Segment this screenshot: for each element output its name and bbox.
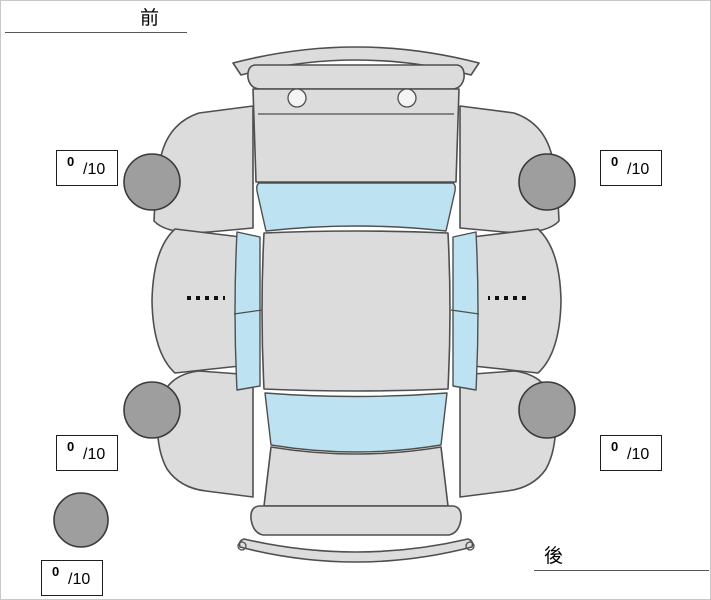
hood-detail-left <box>287 88 307 108</box>
hood <box>252 88 460 183</box>
score-max: /10 <box>627 161 650 178</box>
score-box-front-left: 0 /10 <box>56 150 118 186</box>
score-value: 0 <box>67 154 75 169</box>
score-box-front-right: 0 /10 <box>600 150 662 186</box>
roof <box>261 230 451 392</box>
front-divider-line <box>5 32 187 33</box>
score-max: /10 <box>627 446 650 463</box>
tire-front-right <box>518 153 576 211</box>
right-window-divider <box>450 309 480 315</box>
rear-label: 後 <box>544 546 564 567</box>
tires <box>53 153 576 548</box>
front-spoiler-arc <box>232 46 480 76</box>
rear-spoiler-arc <box>238 538 474 563</box>
rear-bumper <box>250 505 462 536</box>
tire-spare <box>53 492 109 548</box>
hood-detail-right <box>397 88 417 108</box>
score-box-rear-left: 0 /10 <box>56 435 118 471</box>
front-bumper <box>247 64 465 90</box>
rear-arc-left-curl <box>237 541 247 551</box>
score-max: /10 <box>83 446 106 463</box>
rear-divider-line <box>534 570 709 571</box>
left-door-panel <box>151 228 250 374</box>
score-box-rear-right: 0 /10 <box>600 435 662 471</box>
left-window-divider <box>233 309 263 315</box>
score-value: 0 <box>67 439 75 454</box>
score-value: 0 <box>52 564 60 579</box>
score-value: 0 <box>611 439 619 454</box>
score-value: 0 <box>611 154 619 169</box>
left-side-panels <box>151 105 263 498</box>
tire-rear-left <box>123 381 181 439</box>
trunk <box>263 446 449 507</box>
score-max: /10 <box>68 571 91 588</box>
tire-front-left <box>123 153 181 211</box>
left-side-window <box>234 231 261 391</box>
right-side-window <box>452 231 479 391</box>
car-center-body <box>232 46 480 563</box>
rear-window <box>264 392 448 453</box>
tire-rear-right <box>518 381 576 439</box>
rear-arc-right-curl <box>465 541 475 551</box>
score-box-spare: 0 /10 <box>41 560 103 596</box>
left-rear-fender-panel <box>156 370 254 498</box>
score-max: /10 <box>83 161 106 178</box>
windshield <box>256 182 456 232</box>
front-label: 前 <box>140 8 160 29</box>
right-door-panel <box>463 228 562 374</box>
